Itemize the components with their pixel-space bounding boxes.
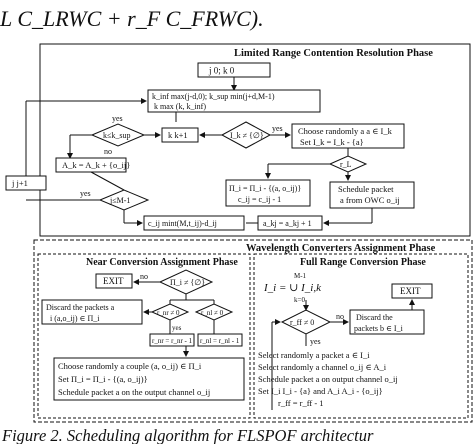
choose-text: Choose randomly a a ∈ I_k bbox=[298, 126, 393, 136]
top-formula: L C_LRWC + r_F C_FRWC). bbox=[0, 6, 264, 31]
nca-rnr-dec-text: r_nr = r_nr - 1 bbox=[152, 337, 193, 345]
nca-title: Near Conversion Assignment Phase bbox=[86, 257, 238, 268]
no-label-k: no bbox=[104, 147, 112, 156]
j-inc-text: j j+1 bbox=[11, 178, 28, 188]
nca-action-box bbox=[53, 357, 245, 401]
ak-update-text: A_k = A_k + {o_ij} bbox=[62, 160, 130, 170]
frc-discard-box bbox=[349, 309, 425, 335]
j-cond-text: j≤M-1 bbox=[109, 196, 130, 205]
akj-text: a_kj = a_kj + 1 bbox=[263, 219, 312, 228]
frc-union-bot: k=0 bbox=[294, 296, 305, 304]
k-inc-box bbox=[161, 127, 199, 143]
inf-sup-text: k_inf max(j-d,0); k_sup min(j+d,M-1) bbox=[152, 92, 275, 101]
nca-rnl-diamond bbox=[194, 303, 234, 321]
init-text: j 0; k 0 bbox=[208, 66, 235, 76]
frc-sel1-text: Select randomly a packet a ∈ I_i bbox=[258, 350, 370, 360]
frc-sel2-text: Select randomly a channel o_ij ∈ A_i bbox=[258, 362, 387, 372]
frc-cond-text: r_ff ≠ 0 bbox=[290, 318, 314, 327]
ik-nonempty-text: I_k ≠ {∅} bbox=[230, 131, 264, 140]
inf-sup-box bbox=[147, 89, 321, 113]
cij-text: c_ij mint(M,t_ij)-d_ij bbox=[148, 219, 217, 228]
nca-pi-diamond bbox=[158, 269, 214, 295]
nca-discard2-text: i (a,o_ij) ∈ Π_i bbox=[50, 314, 100, 323]
nca-pi-text: Π_i ≠ {∅} bbox=[170, 278, 205, 287]
frc-title: Full Range Conversion Phase bbox=[300, 257, 426, 268]
frc-union-top: M-1 bbox=[294, 272, 307, 280]
nca-rnr-text: r_nr ≠ 0 bbox=[157, 309, 180, 317]
nca-frame bbox=[37, 253, 251, 419]
lrcr-frame bbox=[39, 43, 471, 237]
yes-label-j: yes bbox=[80, 189, 91, 198]
rl-text: r_L bbox=[340, 160, 352, 169]
nca-rnl-text: r_nl ≠ 0 bbox=[201, 309, 224, 317]
pi-update-box bbox=[225, 179, 311, 207]
wca-frame bbox=[33, 239, 473, 423]
sched-text: Schedule packet bbox=[338, 184, 394, 194]
nca-discard-box bbox=[41, 299, 143, 325]
nca-sched-text: Schedule packet a on the output channel … bbox=[58, 387, 210, 397]
frc-dec-text: r_ff = r_ff - 1 bbox=[278, 398, 324, 408]
k-le-ksup-text: k≤k_sup bbox=[103, 131, 131, 140]
frc-discard2-text: packets b ∈ I_i bbox=[354, 324, 404, 333]
k-inc-text: k k+1 bbox=[168, 130, 188, 140]
sched-box bbox=[329, 181, 415, 209]
frc-frame bbox=[253, 253, 469, 419]
frc-set-text: Set I_i I_i - {a} and A_i A_i - {o_ij} bbox=[258, 386, 383, 396]
nca-exit-text: EXIT bbox=[103, 276, 124, 286]
frc-exit-text: EXIT bbox=[400, 286, 421, 296]
wca-title: Wavelength Converters Assignment Phase bbox=[246, 243, 436, 254]
c-dec-text: c_ij = c_ij - 1 bbox=[238, 195, 281, 204]
sched2-text: a from OWC o_ij bbox=[340, 195, 400, 205]
rl-diamond bbox=[328, 155, 368, 173]
nca-set-text: Set Π_i = Π_i - {(a, o_ij)} bbox=[58, 374, 148, 384]
frc-exit-box bbox=[391, 283, 433, 299]
nca-rnl-dec-box bbox=[197, 333, 243, 347]
frc-union-text: I_i = ∪ I_i,k bbox=[263, 282, 322, 294]
nca-rnl-dec-text: r_nl = r_nl - 1 bbox=[200, 337, 240, 345]
j-cond-diamond bbox=[98, 189, 150, 211]
yes-label-k: yes bbox=[112, 114, 123, 123]
yes-label-ik: yes bbox=[272, 124, 283, 133]
cij-box bbox=[143, 215, 245, 231]
lrcr-title: Limited Range Contention Resolution Phas… bbox=[234, 48, 433, 59]
nca-exit-box bbox=[95, 273, 133, 289]
nca-choose-text: Choose randomly a couple (a, o_ij) ∈ Π_i bbox=[58, 361, 202, 371]
frc-discard1-text: Discard the bbox=[356, 313, 393, 322]
nca-yes-label: yes bbox=[172, 324, 182, 332]
caption: Figure 2. Scheduling algorithm for FLSPO… bbox=[1, 426, 374, 444]
kmax-text: k max (k, k_inf) bbox=[154, 102, 206, 111]
set-text: Set I_k = I_k - {a} bbox=[300, 137, 364, 147]
pi-update-text: Π_i = Π_i - {(a, o_ij)} bbox=[229, 184, 301, 193]
nca-no-label: no bbox=[140, 272, 148, 281]
frc-no-label: no bbox=[336, 312, 344, 321]
nca-discard1-text: Discard the packets a bbox=[46, 303, 115, 312]
frc-sched-text: Schedule packet a on output channel o_ij bbox=[258, 374, 398, 384]
nca-rnr-diamond bbox=[150, 303, 190, 321]
nca-rnr-dec-box bbox=[149, 333, 195, 347]
frc-yes-label: yes bbox=[310, 337, 321, 346]
